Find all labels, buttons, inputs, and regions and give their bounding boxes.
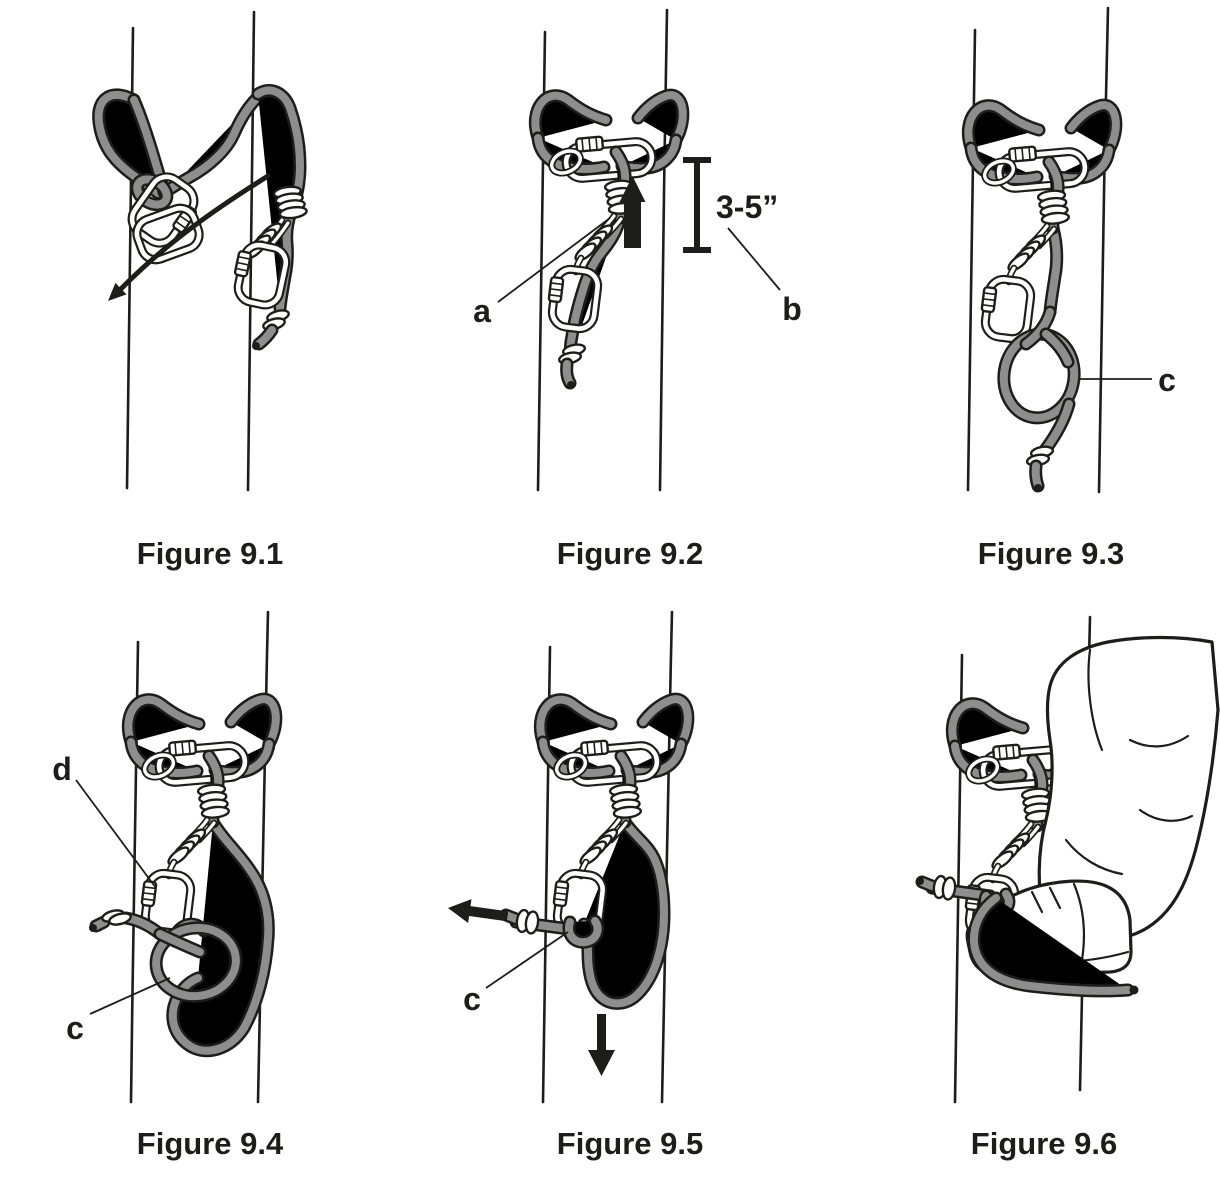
- leader-line-c: [485, 931, 569, 989]
- slip-knot: [997, 312, 1081, 425]
- figure-9-5-illustration: c: [448, 610, 840, 1104]
- figure-9-3-panel: c Figure 9.3: [840, 0, 1220, 590]
- measurement-bracket: [683, 157, 711, 253]
- slide-up-arrow: [619, 176, 646, 248]
- swing-direction-arrow: [108, 173, 271, 301]
- locking-carabiner-vertical: [233, 240, 291, 310]
- anchor-sling-assembly: [968, 105, 1116, 340]
- rope-tail: [252, 330, 272, 350]
- rope-tail: [567, 364, 575, 389]
- toggle-rope: [89, 918, 160, 934]
- figure-caption: Figure 9.4: [136, 1126, 284, 1161]
- leader-line-b: [727, 227, 781, 291]
- figure-caption: Figure 9.1: [136, 536, 284, 571]
- figure-9-3-illustration: c: [840, 6, 1176, 494]
- measurement-text: 3-5”: [716, 189, 778, 225]
- figure-9-5-panel: c Figure 9.5: [420, 590, 840, 1177]
- label-c: c: [66, 1010, 84, 1046]
- figure-9-4-illustration: d c: [52, 610, 420, 1104]
- figure-9-6-panel: Figure 9.6: [840, 590, 1220, 1177]
- pull-left-arrow: [448, 899, 509, 923]
- foot-loop-rope: [974, 898, 1139, 995]
- label-c: c: [463, 981, 481, 1017]
- tree-trunk: [966, 6, 1110, 494]
- toggle-rod: [916, 877, 990, 896]
- pull-down-arrow: [588, 1014, 615, 1076]
- figure-9-4-panel: d c Figure 9.4: [0, 590, 420, 1177]
- rope-sling: [99, 95, 257, 212]
- figure-9-1-panel: Figure 9.1: [0, 0, 420, 590]
- hitch-around-carabiner: [569, 921, 598, 942]
- stopper-knot: [932, 874, 957, 901]
- stopper-knot: [101, 909, 132, 926]
- climbing-rope-lower: [1045, 404, 1069, 450]
- figure-caption: Figure 9.3: [977, 536, 1125, 571]
- leader-line-c: [89, 977, 171, 1015]
- label-d: d: [52, 751, 72, 787]
- climbing-rope: [1050, 228, 1057, 312]
- label-b: b: [782, 291, 802, 327]
- figure-9-6-illustration: [840, 615, 1220, 1104]
- label-a: a: [473, 293, 491, 329]
- rope-tail: [1034, 466, 1042, 492]
- stopper-knot: [515, 908, 540, 935]
- anchor-sling-assembly: [535, 95, 683, 330]
- prusik-coil-upper: [272, 185, 308, 220]
- label-c: c: [1158, 362, 1176, 398]
- figure-caption: Figure 9.2: [556, 536, 704, 571]
- figure-caption: Figure 9.5: [556, 1126, 704, 1161]
- slip-knot: [149, 923, 243, 1003]
- climbing-rope-loop: [584, 822, 664, 1003]
- leader-line-a: [497, 217, 611, 303]
- figure-caption: Figure 9.6: [970, 1126, 1118, 1161]
- figure-9-2-illustration: 3-5” a b: [473, 8, 802, 492]
- figure-9-1-illustration: [0, 10, 308, 492]
- figure-9-2-panel: 3-5” a b Figure 9.2: [420, 0, 840, 590]
- leader-line-d: [75, 779, 157, 889]
